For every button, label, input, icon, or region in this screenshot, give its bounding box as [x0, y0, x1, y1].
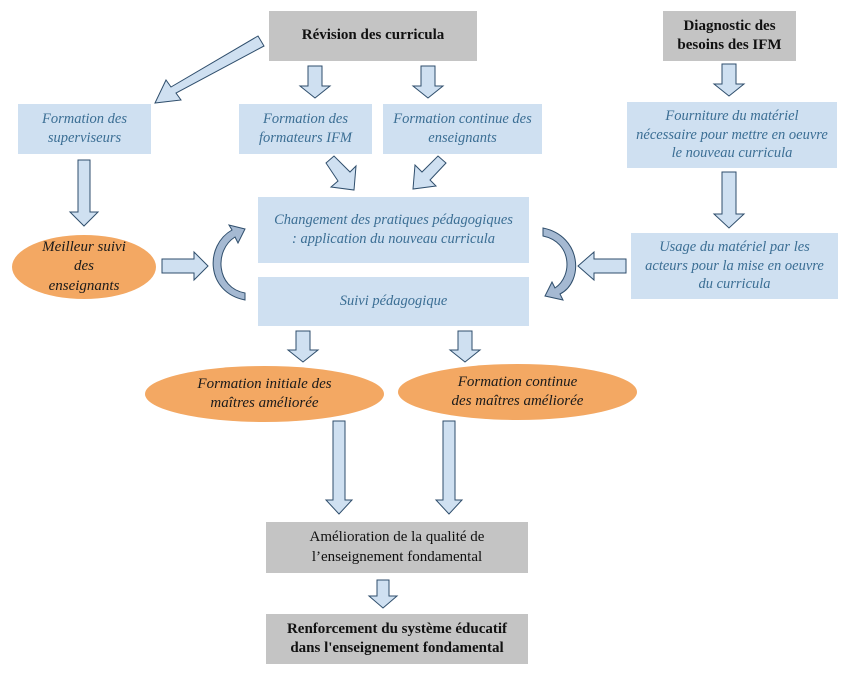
arrow-superviseurs-to-meilleur-suivi: [68, 159, 100, 227]
formation-superviseurs-box: Formation des superviseurs: [18, 104, 151, 154]
arrow-diagnostic-to-fourniture: [712, 63, 746, 97]
revision-curricula-label: Révision des curricula: [301, 27, 445, 44]
arrow-suivi-to-formation-continue: [448, 330, 482, 363]
formation-continue-ellipse: Formation continue des maîtres améliorée: [398, 364, 637, 420]
curved-arrow-right: [542, 227, 577, 301]
revision-curricula-box: Révision des curricula: [269, 11, 477, 61]
formation-continue-label: Formation continue des maîtres améliorée: [451, 373, 584, 410]
renforcement-systeme-label: Renforcement du système éducatif dans l'…: [286, 620, 508, 657]
fourniture-materiel-box: Fourniture du matériel nécessaire pour m…: [627, 102, 837, 168]
usage-materiel-label: Usage du matériel par les acteurs pour l…: [645, 238, 824, 293]
formation-formateurs-box: Formation des formateurs IFM: [239, 104, 372, 154]
meilleur-suivi-ellipse: Meilleur suivi des enseignants: [12, 235, 156, 299]
suivi-pedagogique-box: Suivi pédagogique: [258, 277, 529, 326]
formation-initiale-ellipse: Formation initiale des maîtres améliorée: [145, 366, 384, 422]
arrow-suivi-to-formation-initiale: [286, 330, 320, 363]
fourniture-materiel-label: Fourniture du matériel nécessaire pour m…: [636, 107, 828, 162]
changement-pratiques-label: Changement des pratiques pédagogiques : …: [274, 212, 513, 247]
amelioration-qualite-box: Amélioration de la qualité de l’enseigne…: [266, 522, 528, 573]
renforcement-systeme-box: Renforcement du système éducatif dans l'…: [266, 614, 528, 664]
arrow-usage-to-cycle: [577, 250, 627, 282]
arrow-revision-to-continue: [411, 65, 445, 99]
changement-pratiques-box: Changement des pratiques pédagogiques : …: [258, 197, 529, 263]
arrow-formation-initiale-to-amelioration: [324, 420, 354, 515]
arrow-fourniture-to-usage: [712, 171, 746, 229]
arrow-formation-continue-to-amelioration: [434, 420, 464, 515]
formation-continue-enseignants-label: Formation continue des enseignants: [393, 111, 532, 146]
diagnostic-besoins-label: Diagnostic des besoins des IFM: [677, 17, 782, 54]
formation-superviseurs-label: Formation des superviseurs: [42, 111, 127, 146]
formation-formateurs-label: Formation des formateurs IFM: [258, 111, 353, 146]
arrow-continue-to-changement: [412, 155, 447, 190]
amelioration-qualite-label: Amélioration de la qualité de l’enseigne…: [309, 529, 485, 565]
suivi-pedagogique-label: Suivi pédagogique: [339, 293, 448, 310]
arrow-revision-to-superviseurs: [154, 35, 265, 104]
formation-continue-enseignants-box: Formation continue des enseignants: [383, 104, 542, 154]
formation-initiale-label: Formation initiale des maîtres améliorée: [197, 375, 332, 412]
curved-arrow-left: [212, 224, 246, 301]
arrow-meilleur-suivi-to-cycle: [161, 250, 209, 282]
arrow-amelioration-to-renforcement: [367, 579, 399, 609]
usage-materiel-box: Usage du matériel par les acteurs pour l…: [631, 233, 838, 299]
meilleur-suivi-label: Meilleur suivi des enseignants: [42, 238, 126, 294]
arrow-revision-to-formateurs: [298, 65, 332, 99]
arrow-formateurs-to-changement: [325, 155, 357, 191]
diagnostic-besoins-box: Diagnostic des besoins des IFM: [663, 11, 796, 61]
